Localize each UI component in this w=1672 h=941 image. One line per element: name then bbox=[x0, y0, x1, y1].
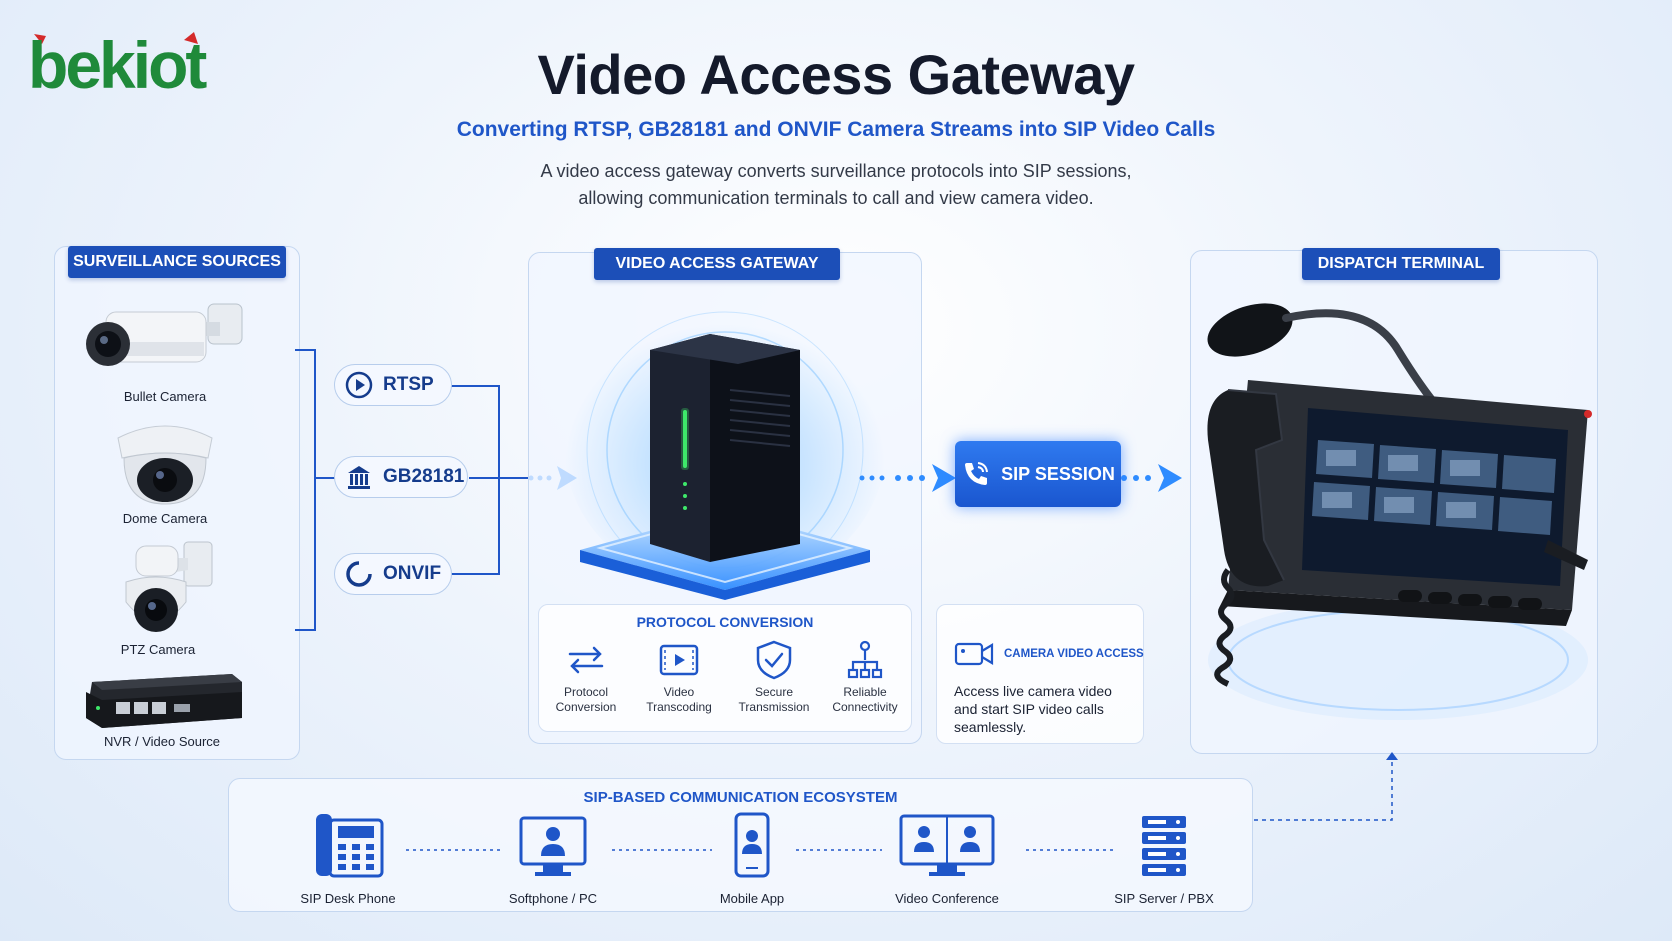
video-conference-icon bbox=[899, 814, 995, 876]
protocol-onvif: ONVIF bbox=[334, 553, 452, 595]
feature-label-line: Transcoding bbox=[646, 700, 712, 714]
feature-label: Video Transcoding bbox=[633, 685, 725, 715]
feature-protocol-conversion: Protocol Conversion bbox=[540, 640, 632, 715]
gateway-device-icon bbox=[565, 310, 885, 600]
server-icon bbox=[1142, 816, 1186, 876]
feature-label: Protocol Conversion bbox=[540, 685, 632, 715]
camera-video-access-card bbox=[936, 604, 1144, 744]
protocol-gb28181: GB28181 bbox=[334, 456, 468, 498]
feature-label: Secure Transmission bbox=[728, 685, 820, 715]
dispatch-terminal-heading: DISPATCH TERMINAL bbox=[1302, 248, 1500, 280]
pc-icon bbox=[519, 816, 587, 876]
video-access-gateway-heading: VIDEO ACCESS GATEWAY bbox=[594, 248, 840, 280]
feature-label: Reliable Connectivity bbox=[819, 685, 911, 715]
description-line: A video access gateway converts surveill… bbox=[540, 161, 1132, 181]
feature-secure-transmission: Secure Transmission bbox=[728, 640, 820, 715]
ecosystem-label: SIP Desk Phone bbox=[300, 891, 396, 906]
camera-video-access-header: CAMERA VIDEO ACCESS bbox=[954, 640, 1144, 668]
ecosystem-item-softphone: Softphone / PC bbox=[483, 812, 623, 906]
sip-session-label: SIP SESSION bbox=[1001, 463, 1115, 484]
sip-session-button[interactable]: SIP SESSION bbox=[955, 441, 1121, 507]
ecosystem-label: Mobile App bbox=[719, 891, 785, 906]
bekiot-logo-icon: bekiot bbox=[28, 28, 210, 102]
mobile-icon bbox=[734, 812, 770, 878]
bullet-camera-icon bbox=[80, 296, 260, 386]
camera-access-line: and start SIP video calls bbox=[954, 701, 1104, 717]
video-transcode-icon bbox=[659, 644, 699, 676]
sip-ecosystem-title: SIP-BASED COMMUNICATION ECOSYSTEM bbox=[583, 789, 898, 806]
protocol-rtsp: RTSP bbox=[334, 364, 452, 406]
feature-label-line: Video bbox=[663, 685, 695, 699]
dispatch-terminal-device-icon bbox=[1207, 303, 1592, 720]
ptz-camera-icon bbox=[118, 536, 218, 640]
source-label: NVR / Video Source bbox=[103, 734, 221, 749]
ecosystem-item-video-conference: Video Conference bbox=[877, 812, 1017, 906]
shield-check-icon bbox=[756, 640, 792, 680]
onvif-ring-icon bbox=[346, 561, 372, 587]
surveillance-sources-heading: SURVEILLANCE SOURCES bbox=[68, 246, 286, 278]
camera-video-access-title: CAMERA VIDEO ACCESS bbox=[1004, 648, 1144, 660]
institution-icon bbox=[348, 466, 370, 489]
camera-access-line: seamlessly. bbox=[954, 719, 1027, 735]
source-label: Bullet Camera bbox=[123, 389, 207, 404]
protocol-label: RTSP bbox=[383, 374, 434, 395]
ecosystem-item-server: SIP Server / PBX bbox=[1094, 812, 1234, 906]
dome-camera-icon bbox=[110, 418, 220, 506]
source-label: PTZ Camera bbox=[120, 642, 196, 657]
feature-label-line: Transmission bbox=[738, 700, 810, 714]
ecosystem-dotted-links bbox=[406, 849, 1116, 851]
terminal-ecosystem-connector bbox=[1254, 752, 1398, 821]
source-label: Dome Camera bbox=[122, 511, 208, 526]
page-subtitle: Converting RTSP, GB28181 and ONVIF Camer… bbox=[456, 118, 1216, 141]
feature-label-line: Protocol bbox=[563, 685, 609, 699]
brand-logo: bekiot bbox=[28, 28, 258, 102]
protocol-conversion-card bbox=[538, 604, 912, 732]
video-camera-icon bbox=[954, 642, 994, 666]
feature-reliable-connectivity: Reliable Connectivity bbox=[819, 640, 911, 715]
desk-phone-icon bbox=[316, 814, 384, 878]
network-icon bbox=[847, 640, 883, 679]
camera-video-access-text: Access live camera video and start SIP v… bbox=[954, 682, 1112, 736]
ecosystem-item-desk-phone: SIP Desk Phone bbox=[278, 812, 418, 906]
page-description: A video access gateway converts surveill… bbox=[0, 158, 1672, 212]
ecosystem-label: Softphone / PC bbox=[508, 891, 598, 906]
page-title: Video Access Gateway bbox=[537, 43, 1135, 106]
phone-call-icon bbox=[965, 462, 989, 485]
ecosystem-item-mobile: Mobile App bbox=[682, 812, 822, 906]
logo-text: bekiot bbox=[28, 30, 207, 100]
feature-label-line: Secure bbox=[754, 685, 794, 699]
feature-label-line: Conversion bbox=[555, 700, 617, 714]
session-arrows bbox=[859, 464, 1182, 492]
ecosystem-label: Video Conference bbox=[895, 891, 999, 906]
feature-video-transcoding: Video Transcoding bbox=[633, 640, 725, 715]
protocol-label: GB28181 bbox=[383, 466, 465, 487]
nvr-icon bbox=[82, 670, 246, 732]
protocol-label: ONVIF bbox=[383, 563, 442, 584]
protocol-conversion-title: PROTOCOL CONVERSION bbox=[636, 614, 814, 630]
play-icon bbox=[345, 371, 373, 399]
feature-label-line: Reliable bbox=[843, 685, 887, 699]
camera-access-line: Access live camera video bbox=[954, 683, 1112, 699]
ecosystem-label: SIP Server / PBX bbox=[1114, 891, 1214, 906]
feature-label-line: Connectivity bbox=[832, 700, 898, 714]
sip-ecosystem-panel bbox=[228, 778, 1253, 912]
description-line: allowing communication terminals to call… bbox=[578, 188, 1094, 208]
convert-arrows-icon bbox=[568, 646, 604, 674]
